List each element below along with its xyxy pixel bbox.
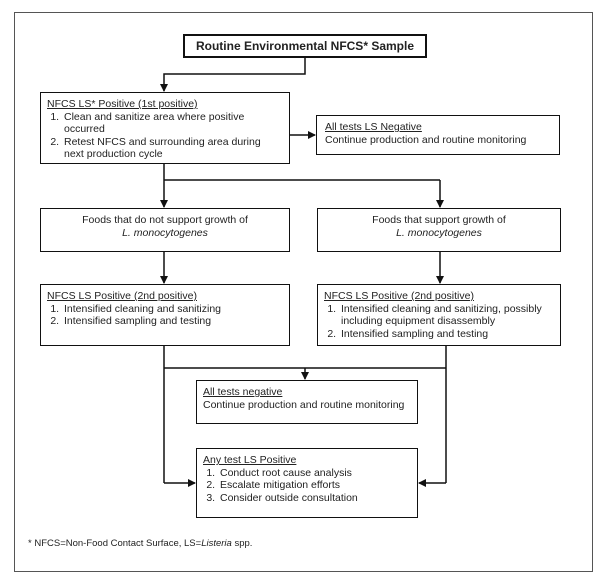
first-positive-list: Clean and sanitize area where positive o… [47,111,283,161]
first-positive-box: NFCS LS* Positive (1st positive) Clean a… [40,92,290,164]
any-positive-list: Conduct root cause analysis Escalate mit… [203,467,411,505]
all-tests-negative-text: Continue production and routine monitori… [325,133,527,146]
second-positive-right-list: Intensified cleaning and sanitizing, pos… [324,303,554,341]
second-positive-left-box: NFCS LS Positive (2nd positive) Intensif… [40,284,290,346]
list-item: Escalate mitigation efforts [218,479,411,492]
second-positive-right-box: NFCS LS Positive (2nd positive) Intensif… [317,284,561,346]
any-positive-box: Any test LS Positive Conduct root cause … [196,448,418,518]
all-negative-heading: All tests negative [203,386,283,398]
diagram-frame [14,12,593,572]
all-tests-negative-box: All tests LS Negative Continue productio… [316,115,560,155]
list-item: Intensified sampling and testing [339,328,554,341]
list-item: Clean and sanitize area where positive o… [62,111,283,136]
all-tests-negative-heading: All tests LS Negative [325,121,422,133]
no-support-organism: L. monocytogenes [122,226,208,239]
support-organism: L. monocytogenes [396,226,482,239]
no-support-growth-box: Foods that do not support growth of L. m… [40,208,290,252]
second-positive-left-heading: NFCS LS Positive (2nd positive) [47,290,197,302]
footnote-suffix: spp. [231,538,253,549]
second-positive-left-list: Intensified cleaning and sanitizing Inte… [47,303,283,328]
list-item: Conduct root cause analysis [218,467,411,480]
all-negative-box: All tests negative Continue production a… [196,380,418,424]
list-item: Intensified sampling and testing [62,315,283,328]
all-negative-text: Continue production and routine monitori… [203,398,405,411]
list-item: Intensified cleaning and sanitizing [62,303,283,316]
list-item: Retest NFCS and surrounding area during … [62,136,283,161]
footnote-italic: Listeria [201,538,232,549]
title-box: Routine Environmental NFCS* Sample [183,34,427,58]
footnote-prefix: * NFCS=Non-Food Contact Surface, LS= [28,538,202,549]
support-growth-box: Foods that support growth of L. monocyto… [317,208,561,252]
arrow-title-to-first-positive [160,58,306,92]
support-text: Foods that support growth of [372,214,506,226]
second-positive-right-heading: NFCS LS Positive (2nd positive) [324,290,474,302]
footnote: * NFCS=Non-Food Contact Surface, LS=List… [28,538,252,549]
no-support-text: Foods that do not support growth of [82,214,248,226]
list-item: Consider outside consultation [218,492,411,505]
any-positive-heading: Any test LS Positive [203,454,297,466]
list-item: Intensified cleaning and sanitizing, pos… [339,303,554,328]
first-positive-heading: NFCS LS* Positive (1st positive) [47,98,198,110]
